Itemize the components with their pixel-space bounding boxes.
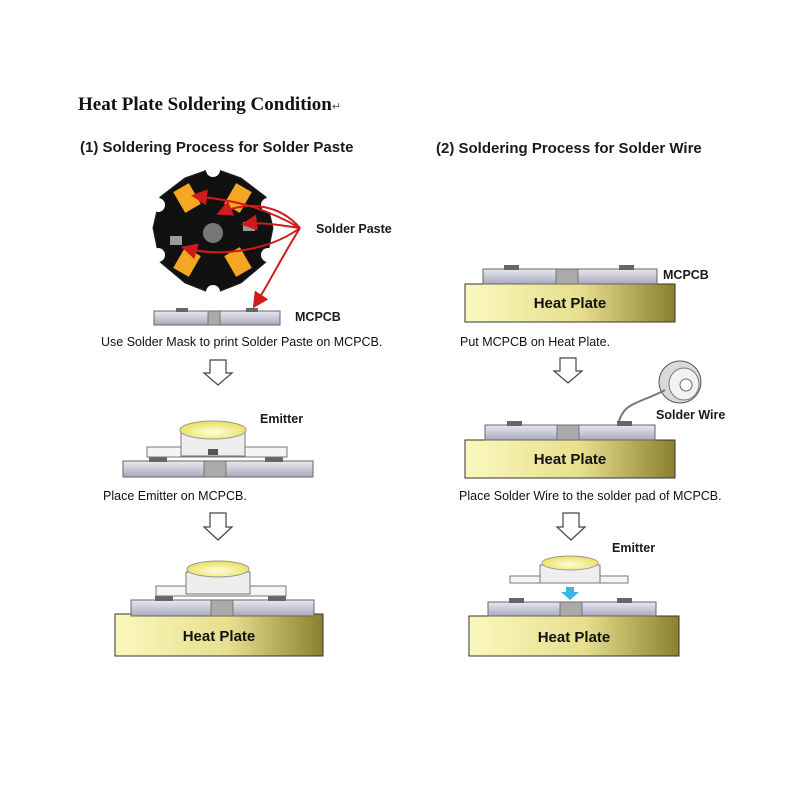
emitter-label: Emitter [260,412,304,426]
down-arrow [202,359,234,386]
step-caption: Put MCPCB on Heat Plate. [460,335,611,349]
page-title: Heat Plate Soldering Condition↵ [78,94,342,115]
emitter-placement [468,555,680,657]
solder-pad [173,183,201,213]
down-arrow [555,512,587,541]
heat-plate-label: Heat Plate [538,629,611,646]
solder-pad [224,247,252,277]
place-arrow-icon [561,587,579,600]
step-caption: Place Emitter on MCPCB. [103,489,247,503]
mcpcb-on-heat-plate [464,421,676,479]
heat-plate-label: Heat Plate [534,451,607,468]
mcpcb-label: MCPCB [295,310,341,324]
heat-plate-label: Heat Plate [534,295,607,312]
mcpcb-side-view [153,308,281,326]
down-arrow [552,357,584,384]
emitter-label: Emitter [612,541,656,555]
solder-wire-spool-icon [617,360,702,425]
return-mark: ↵ [331,101,342,113]
mcpcb-on-heat-plate [464,265,676,323]
step-caption: Use Solder Mask to print Solder Paste on… [101,335,383,349]
mcpcb-label: MCPCB [663,268,709,282]
right-section-heading: (2) Soldering Process for Solder Wire [436,140,702,157]
solder-wire-label: Solder Wire [656,408,726,422]
down-arrow [202,512,234,541]
left-section-heading: (1) Soldering Process for Solder Paste [80,139,354,156]
step-caption: Place Solder Wire to the solder pad of M… [459,489,722,503]
emitter-on-heat-plate [114,560,324,657]
emitter-on-mcpcb [122,420,314,478]
heat-plate-label: Heat Plate [183,628,256,645]
star-mcpcb-top-view [151,163,301,309]
solder-paste-label: Solder Paste [316,222,392,236]
